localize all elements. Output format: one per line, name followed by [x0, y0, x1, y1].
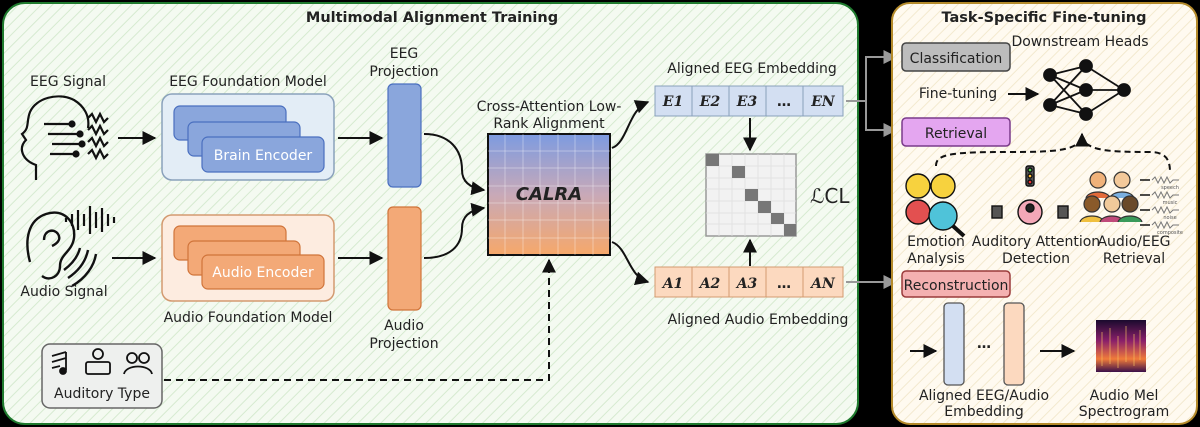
- gray-connector-eeg: [846, 50, 898, 102]
- audio-token-2: A2: [698, 276, 721, 292]
- wave-label-noise: noise: [1163, 215, 1176, 221]
- auditory-attention-label-1: Auditory Attention: [972, 234, 1100, 250]
- aligned-embedding-label-1: Aligned EEG/Audio: [919, 388, 1049, 404]
- audio-token-ellipsis: …: [777, 276, 791, 292]
- audio-projection-label-2: Projection: [369, 336, 438, 352]
- gray-connector-retrieval: [865, 101, 898, 137]
- audio-projection-bar: [387, 206, 422, 311]
- fine-tuning-label: Fine-tuning: [919, 86, 997, 102]
- audio-token-3: A3: [735, 276, 758, 292]
- aligned-audio-embedding-label: Aligned Audio Embedding: [668, 312, 849, 328]
- brain-encoder-label: Brain Encoder: [214, 148, 313, 164]
- classification-label: Classification: [910, 51, 1003, 67]
- classification-box: [901, 42, 1011, 72]
- wave-label-music: music: [1163, 200, 1178, 206]
- aligned-eeg-embedding-label: Aligned EEG Embedding: [667, 61, 836, 77]
- mel-label-2: Spectrogram: [1079, 404, 1169, 420]
- audio-foundation-model-label: Audio Foundation Model: [164, 310, 333, 326]
- arrow-calra-to-eeg-embedding: [611, 100, 650, 149]
- waveform-list-icon: [1140, 175, 1179, 230]
- retrieval-label: Retrieval: [925, 126, 987, 142]
- emotion-faces-icon: [905, 173, 966, 238]
- similarity-matrix: [705, 153, 797, 237]
- audio-token-row: [654, 266, 844, 298]
- arrow-auditory-type-to-calra: [164, 258, 556, 381]
- eeg-projection-label-1: EEG: [390, 46, 419, 62]
- retrieval-task-label-1: Audio/EEG: [1097, 234, 1170, 250]
- mel-spectrogram-image: [1096, 320, 1146, 372]
- emotion-label-2: Analysis: [907, 251, 965, 267]
- audio-encoder-label: Audio Encoder: [212, 265, 314, 281]
- calra-title-2: Rank Alignment: [493, 116, 605, 132]
- wave-label-composite: composite: [1157, 230, 1183, 236]
- eeg-token-row: [654, 85, 844, 117]
- contrastive-loss-label: ℒCL: [810, 184, 850, 208]
- eeg-foundation-model-label: EEG Foundation Model: [169, 74, 327, 90]
- arrow-eeg-projection-to-calra: [423, 133, 486, 196]
- aligned-eeg-bar: [943, 302, 965, 386]
- right-panel: [891, 2, 1198, 425]
- calra-label: CALRA: [516, 184, 582, 205]
- audio-token-n: AN: [809, 276, 836, 292]
- sound-wave-icon: [64, 206, 116, 234]
- mel-label-1: Audio Mel: [1090, 388, 1159, 404]
- people-group-icon: [1079, 171, 1143, 223]
- wave-label-speech: speech: [1161, 185, 1179, 191]
- emotion-label-1: Emotion: [907, 234, 965, 250]
- ear-icon: [26, 211, 98, 288]
- auditory-type-label: Auditory Type: [54, 386, 150, 402]
- neural-network-icon: [1043, 59, 1131, 121]
- left-panel-title: Multimodal Alignment Training: [306, 10, 558, 26]
- arrow-calra-to-audio-embedding: [611, 241, 650, 286]
- audio-signal-label: Audio Signal: [20, 284, 107, 300]
- eeg-projection-bar: [387, 83, 422, 188]
- aligned-embedding-label-2: Embedding: [944, 404, 1023, 420]
- retrieval-task-label-2: Retrieval: [1103, 251, 1165, 267]
- downstream-heads-label: Downstream Heads: [1011, 34, 1148, 50]
- arrow-audio-projection-to-calra: [423, 202, 486, 259]
- eeg-projection-label-2: Projection: [369, 64, 438, 80]
- audio-token-1: A1: [661, 276, 684, 292]
- auditory-attention-label-2: Detection: [1002, 251, 1070, 267]
- eeg-token-n: EN: [810, 94, 836, 110]
- retrieval-box: [901, 117, 1011, 147]
- eeg-token-3: E3: [736, 94, 758, 110]
- eeg-head-icon: [20, 95, 109, 180]
- brain-encoder-box: [201, 136, 325, 173]
- eeg-token-1: E1: [662, 94, 683, 110]
- auditory-type-box: [41, 343, 163, 409]
- calra-block: [487, 133, 611, 256]
- right-panel-title: Task-Specific Fine-tuning: [941, 10, 1146, 26]
- eeg-signal-label: EEG Signal: [30, 74, 106, 90]
- audio-projection-label-1: Audio: [384, 318, 424, 334]
- eeg-token-ellipsis: …: [777, 94, 791, 110]
- calra-title-1: Cross-Attention Low-: [477, 99, 622, 115]
- reconstruction-label: Reconstruction: [904, 278, 1009, 294]
- reconstruction-ellipsis: …: [977, 336, 991, 352]
- auditory-type-icons: [51, 348, 153, 375]
- reconstruction-box: [901, 270, 1011, 298]
- audio-encoder-box: [201, 254, 325, 290]
- auditory-attention-icon: [991, 165, 1069, 225]
- aligned-audio-bar: [1003, 302, 1025, 386]
- eeg-token-2: E2: [699, 94, 721, 110]
